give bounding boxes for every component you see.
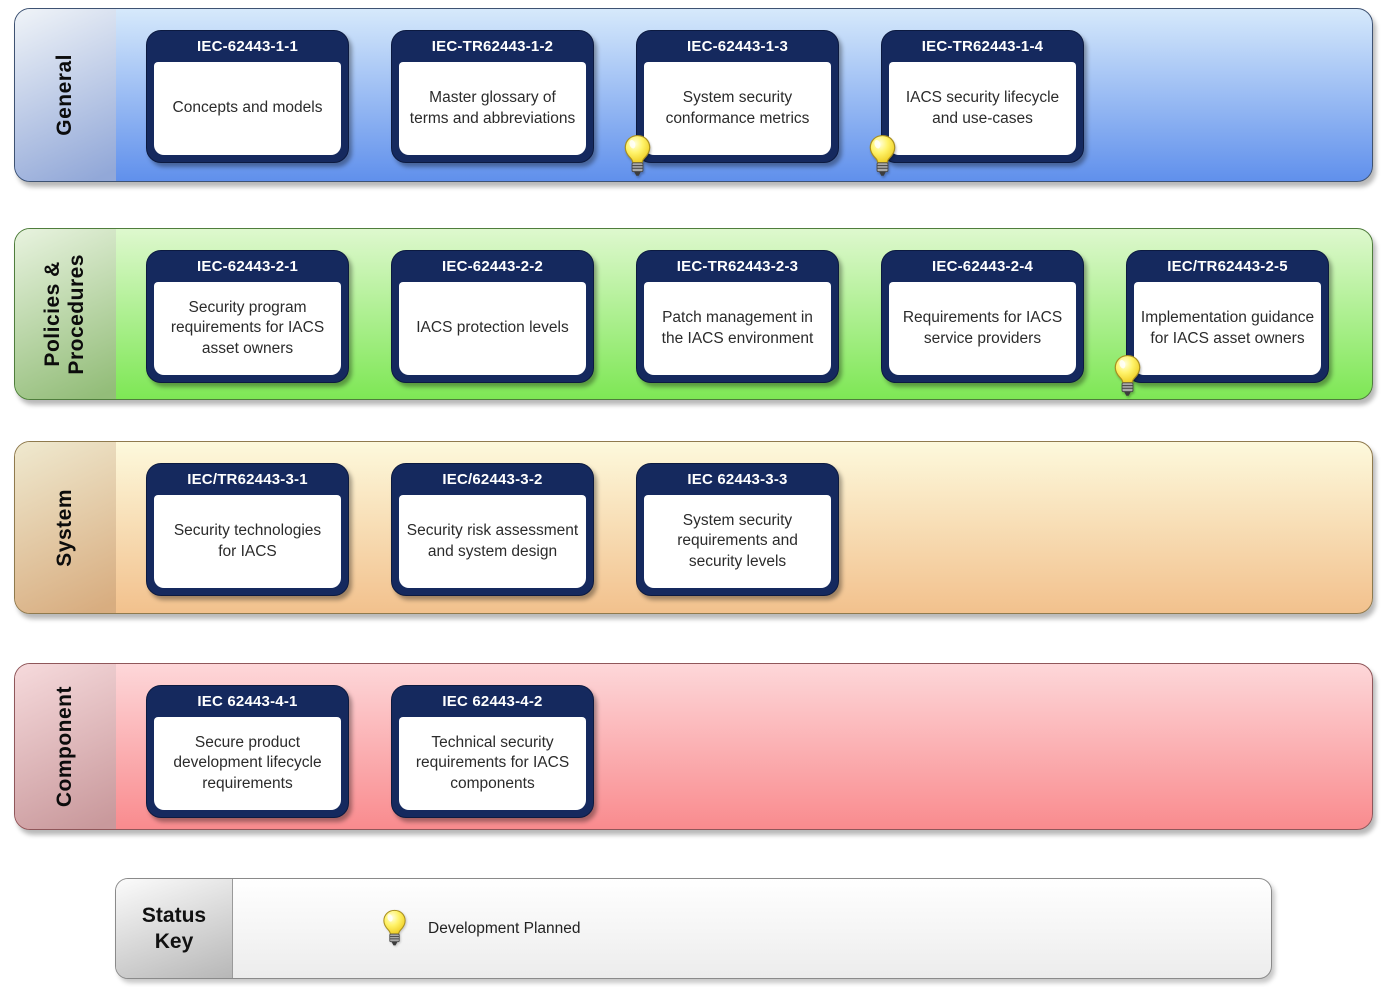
row-label-tab: Policies & Procedures [15,229,116,399]
status-key-panel: Status Key Development Planned [115,878,1272,979]
standard-card: IEC-TR62443-2-3 Patch management in the … [636,250,839,383]
standard-code: IEC/TR62443-2-5 [1167,258,1288,275]
standard-code: IEC 62443-4-1 [197,693,298,710]
row-label-tab: System [15,442,116,613]
status-key-label-tab: Status Key [116,879,233,978]
lightbulb-icon [1114,354,1141,396]
standard-card: IEC-62443-2-2 IACS protection levels [391,250,594,383]
cards-container: IEC-62443-1-1 Concepts and models IEC-TR… [15,9,1372,181]
row-label: General [53,54,77,136]
standard-card-body: IACS protection levels [399,282,586,375]
standard-title: IACS security lifecycle and use-cases [905,89,1060,127]
standard-title: Implementation guidance for IACS asset o… [1140,309,1315,347]
standard-title: Technical security requirements for IACS… [415,733,570,792]
standard-card-body: System security conformance metrics [644,62,831,155]
standard-title: Concepts and models [172,99,323,117]
standard-card-body: Security technologies for IACS [154,495,341,588]
standard-card: IEC/62443-3-2 Security risk assessment a… [391,463,594,596]
lightbulb-icon [624,134,651,176]
standard-code: IEC-TR62443-1-4 [921,38,1044,55]
standard-card: IEC 62443-4-2 Technical security require… [391,685,594,818]
standard-card-body: Security program requirements for IACS a… [154,282,341,375]
standards-row-system: IEC/TR62443-3-1 Security technologies fo… [14,441,1373,614]
standard-card-body: Requirements for IACS service providers [889,282,1076,375]
standards-row-general: IEC-62443-1-1 Concepts and models IEC-TR… [14,8,1373,182]
row-label: Component [53,685,77,808]
standard-card: IEC-62443-2-4 Requirements for IACS serv… [881,250,1084,383]
standard-title: System security requirements and securit… [677,511,798,570]
standard-card-body: Security risk assessment and system desi… [399,495,586,588]
standard-title: Requirements for IACS service providers [902,309,1063,347]
standard-card: IEC-62443-1-1 Concepts and models [146,30,349,163]
row-label-tab: General [15,9,116,181]
standard-code: IEC/62443-3-2 [442,471,543,488]
standard-card: IEC/TR62443-3-1 Security technologies fo… [146,463,349,596]
status-key-title: Status Key [141,904,207,953]
standard-code: IEC/TR62443-3-1 [187,471,308,488]
standard-card-body: Technical security requirements for IACS… [399,717,586,810]
standard-title: Security program requirements for IACS a… [170,298,325,357]
standard-code: IEC 62443-4-2 [442,693,543,710]
standards-row-component: IEC 62443-4-1 Secure product development… [14,663,1373,830]
standard-card: IEC 62443-3-3 System security requiremen… [636,463,839,596]
standard-code: IEC-62443-2-4 [932,258,1033,275]
standard-title: IACS protection levels [416,319,569,337]
cards-container: IEC/TR62443-3-1 Security technologies fo… [15,442,1372,613]
standard-title: System security conformance metrics [665,89,810,127]
standards-row-policies-procedures: IEC-62443-2-1 Security program requireme… [14,228,1373,400]
cards-container: IEC-62443-2-1 Security program requireme… [15,229,1372,399]
standard-card-body: Concepts and models [154,62,341,155]
row-label: Policies & Procedures [41,253,89,375]
standard-card: IEC 62443-4-1 Secure product development… [146,685,349,818]
standard-card-body: Master glossary of terms and abbreviatio… [399,62,586,155]
standard-code: IEC-62443-2-1 [197,258,298,275]
standard-title: Secure product development lifecycle req… [173,733,322,792]
status-key-item-label: Development Planned [428,919,581,937]
standard-card: IEC-TR62443-1-2 Master glossary of terms… [391,30,594,163]
standard-title: Security risk assessment and system desi… [406,522,579,560]
status-key-items: Development Planned [232,879,1271,978]
row-label-tab: Component [15,664,116,829]
standard-card-body: Patch management in the IACS environment [644,282,831,375]
standard-card: IEC-TR62443-1-4 IACS security lifecycle … [869,30,1084,176]
standard-code: IEC-TR62443-1-2 [431,38,554,55]
cards-container: IEC 62443-4-1 Secure product development… [15,664,1372,829]
standard-title: Master glossary of terms and abbreviatio… [409,89,576,127]
standard-card-body: Implementation guidance for IACS asset o… [1134,282,1321,375]
row-label: System [53,488,77,567]
standard-code: IEC 62443-3-3 [687,471,788,488]
standard-card-body: System security requirements and securit… [644,495,831,588]
standard-card: IEC-62443-1-3 System security conformanc… [624,30,839,176]
standard-card: IEC-62443-2-1 Security program requireme… [146,250,349,383]
standard-title: Patch management in the IACS environment [661,309,814,347]
standard-code: IEC-TR62443-2-3 [676,258,799,275]
lightbulb-icon [383,909,406,945]
standard-title: Security technologies for IACS [173,522,322,560]
lightbulb-icon [869,134,896,176]
standard-code: IEC-62443-2-2 [442,258,543,275]
standard-card-body: Secure product development lifecycle req… [154,717,341,810]
standard-card-body: IACS security lifecycle and use-cases [889,62,1076,155]
standard-code: IEC-62443-1-3 [687,38,788,55]
standard-card: IEC/TR62443-2-5 Implementation guidance … [1114,250,1329,396]
standard-code: IEC-62443-1-1 [197,38,298,55]
